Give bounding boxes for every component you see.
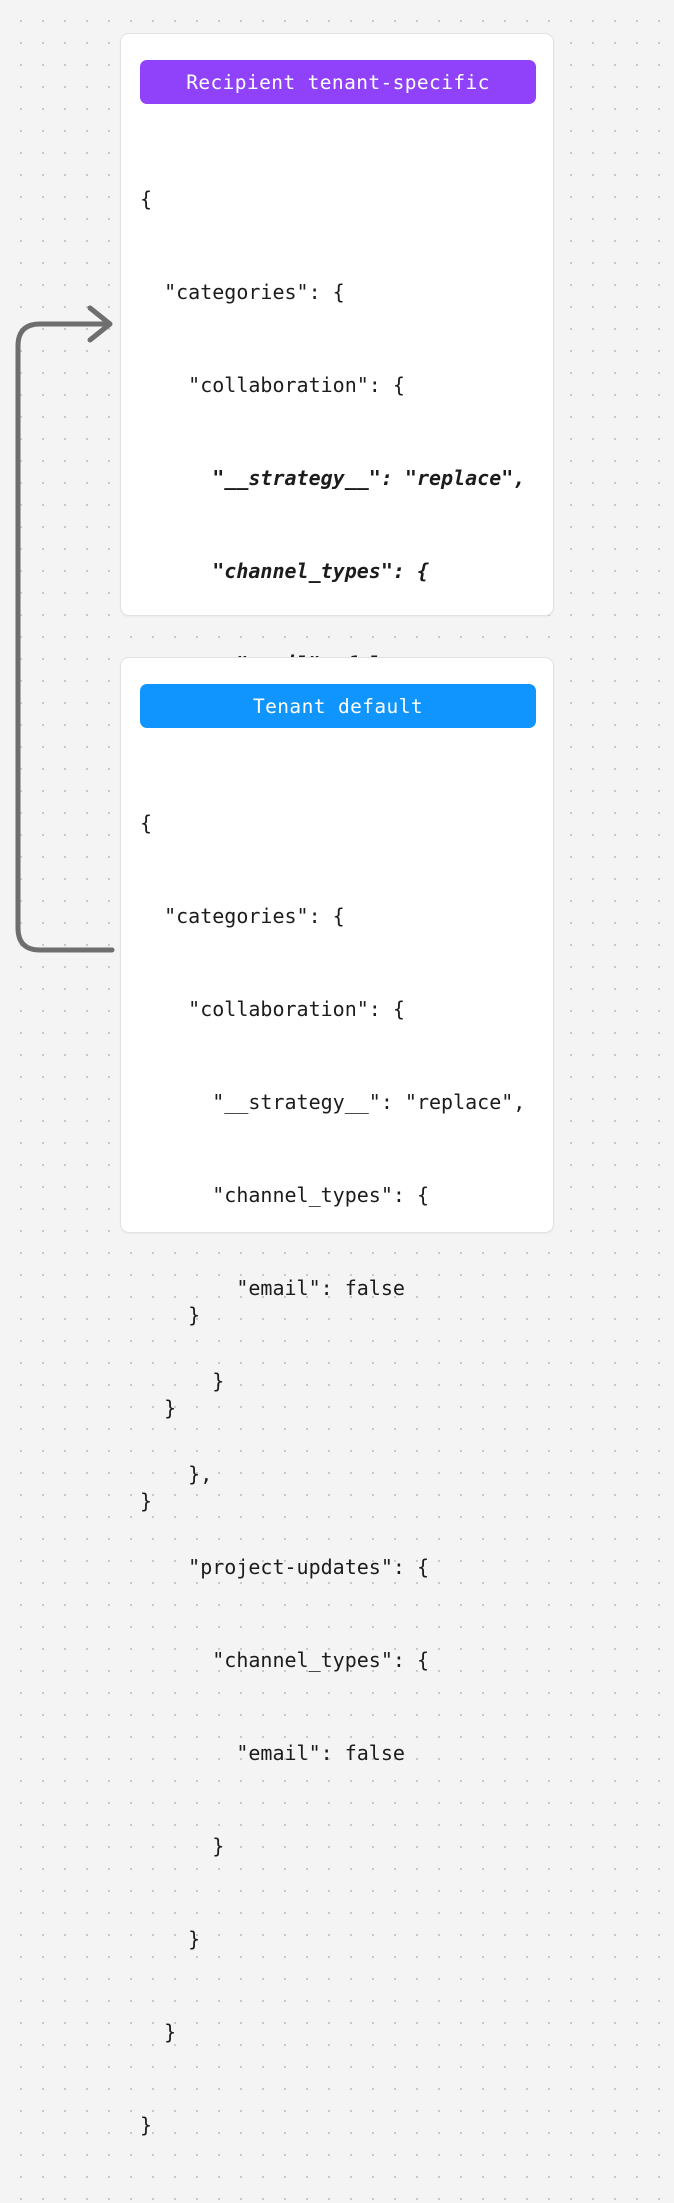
- code-line: },: [140, 1462, 213, 1486]
- code-line: "categories": {: [140, 904, 345, 928]
- code-line: }: [140, 1927, 201, 1951]
- code-line: "collaboration": {: [140, 997, 405, 1021]
- code-line: "email": false: [140, 1741, 405, 1765]
- code-line: {: [140, 811, 153, 835]
- merge-flow-arrow: [15, 305, 115, 953]
- diagram-canvas: Recipient tenant-specific { "categories"…: [15, 33, 554, 2137]
- card-tenant-default: Tenant default { "categories": { "collab…: [120, 657, 554, 2137]
- code-line: "channel_types": {: [140, 1183, 429, 1207]
- card-recipient-tenant-specific: Recipient tenant-specific { "categories"…: [120, 33, 554, 1513]
- code-line: "collaboration": {: [140, 373, 405, 397]
- code-line: }: [140, 2020, 177, 2044]
- code-block-tenant-default: { "categories": { "collaboration": { "__…: [140, 746, 539, 2203]
- code-line: "__strategy__": "replace",: [140, 1090, 526, 1114]
- code-line: {: [140, 187, 153, 211]
- code-line: "email": false: [140, 1276, 405, 1300]
- code-line: }: [140, 1369, 225, 1393]
- code-line: "__strategy__": "replace",: [140, 466, 526, 490]
- code-line: "channel_types": {: [140, 559, 429, 583]
- card-header-tenant-default: Tenant default: [140, 684, 536, 728]
- code-line: "channel_types": {: [140, 1648, 429, 1672]
- card-header-recipient-tenant-specific: Recipient tenant-specific: [140, 60, 536, 104]
- code-line: }: [140, 1834, 225, 1858]
- code-line: "categories": {: [140, 280, 345, 304]
- arrow-path: [15, 321, 115, 953]
- code-line: }: [140, 2113, 153, 2137]
- arrow-head-icon: [87, 305, 113, 343]
- code-line: "project-updates": {: [140, 1555, 429, 1579]
